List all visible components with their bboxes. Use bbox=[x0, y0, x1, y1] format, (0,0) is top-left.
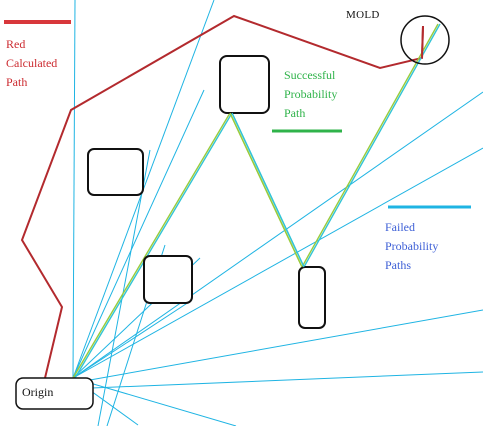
obstacle-box bbox=[87, 148, 144, 196]
legend-blue-label: Failed Probability Paths bbox=[385, 218, 438, 275]
red-calculated-path bbox=[20, 14, 424, 379]
legend-green-line: Path bbox=[284, 106, 306, 120]
legend-red-line: Calculated bbox=[6, 56, 58, 70]
failed-path-ray bbox=[89, 309, 483, 381]
legend-red-label: Red Calculated Path bbox=[6, 35, 57, 92]
legend-red-line: Path bbox=[6, 75, 28, 89]
legend-red-line: Red bbox=[6, 37, 26, 51]
failed-path-ray bbox=[72, 147, 483, 379]
obstacle-box bbox=[219, 55, 270, 114]
failed-path-ray bbox=[72, 91, 483, 379]
legend-green-line: Probability bbox=[284, 87, 338, 101]
legend-blue-line: Probability bbox=[385, 239, 439, 253]
failed-path-ray bbox=[72, 0, 76, 379]
legend-green-label: Successful Probability Path bbox=[284, 66, 337, 123]
failed-path-ray bbox=[97, 149, 151, 426]
legend-green-line: Successful bbox=[284, 68, 336, 82]
legend-blue-line: Paths bbox=[385, 258, 412, 272]
legend-blue-line: Failed bbox=[385, 220, 415, 234]
origin-box bbox=[15, 377, 94, 410]
failed-path-ray bbox=[72, 89, 205, 379]
failed-path-ray bbox=[72, 299, 193, 379]
obstacles bbox=[87, 55, 326, 329]
failed-path-ray bbox=[72, 377, 237, 426]
mold-label: MOLD bbox=[346, 9, 380, 21]
obstacle-box bbox=[298, 266, 326, 329]
mold-circle bbox=[400, 15, 450, 65]
origin-label: Origin bbox=[22, 385, 54, 399]
mold-red-marker bbox=[421, 25, 424, 59]
failed-path-ray bbox=[91, 371, 483, 389]
obstacle-box bbox=[143, 255, 193, 304]
